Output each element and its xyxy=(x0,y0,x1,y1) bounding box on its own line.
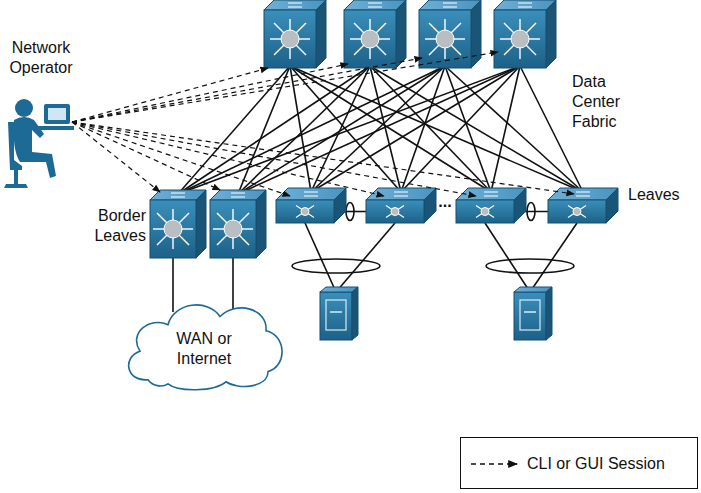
cli-session-arrow xyxy=(72,58,422,122)
fabric-link xyxy=(311,66,520,192)
operator-figure xyxy=(4,99,74,188)
cli-session-arrow xyxy=(72,68,268,122)
leaves-label: Leaves xyxy=(628,185,688,205)
peer-link-ring xyxy=(527,203,535,221)
port-channel-ring xyxy=(486,259,574,273)
fabric-link xyxy=(290,66,311,192)
cli-session-arrow xyxy=(72,64,348,122)
peer-link-ring xyxy=(346,203,354,221)
server-link xyxy=(305,223,336,292)
cloud-shape xyxy=(129,305,282,390)
cloud-label: WAN or Internet xyxy=(159,329,249,369)
fabric-link xyxy=(311,66,445,192)
cli-session-arrow xyxy=(72,122,574,194)
port-channel-ring xyxy=(292,259,380,273)
fabric-links xyxy=(178,66,583,194)
server xyxy=(514,287,552,340)
spine-switch xyxy=(344,0,406,68)
wan-link xyxy=(232,256,234,312)
fabric-link xyxy=(290,66,401,192)
cloud-node: WAN or Internet xyxy=(118,290,290,392)
leaf-switch xyxy=(276,188,346,223)
border-leaf-switch xyxy=(210,190,266,258)
server-link xyxy=(336,223,395,292)
legend-dash-arrow xyxy=(471,463,517,464)
fabric-link xyxy=(238,66,520,194)
wan-link xyxy=(172,256,174,312)
fabric-link xyxy=(491,66,520,192)
legend-box: CLI or GUI Session xyxy=(460,437,698,489)
legend-text: CLI or GUI Session xyxy=(527,454,665,474)
cli-session-arrow xyxy=(72,52,498,122)
fabric-label: Data Center Fabric xyxy=(572,72,638,132)
border-leaves-label: Border Leaves xyxy=(82,206,146,246)
border-leaf-switch xyxy=(150,190,206,258)
legend-sample xyxy=(461,438,521,490)
operator-label: Network Operator xyxy=(0,38,82,78)
server-link xyxy=(530,223,577,292)
spine-switch xyxy=(264,0,326,68)
server-link xyxy=(485,223,530,292)
cli-session-arrow xyxy=(72,122,476,196)
leaf-switch xyxy=(456,188,526,223)
ellipsis-mark: ... xyxy=(433,192,457,212)
leaf-switch xyxy=(548,188,618,223)
fabric-link xyxy=(445,66,583,192)
spine-switch xyxy=(419,0,481,68)
fabric-link xyxy=(370,66,401,192)
cli-session-arrow xyxy=(72,122,384,196)
fabric-link xyxy=(311,66,370,192)
fabric-link xyxy=(401,66,445,192)
cli-session-arrow xyxy=(72,122,290,196)
spine-switch xyxy=(494,0,556,68)
fabric-link xyxy=(178,66,445,194)
fabric-link xyxy=(401,66,520,192)
fabric-link xyxy=(290,66,583,192)
server xyxy=(320,287,358,340)
leaf-switch xyxy=(366,188,436,223)
